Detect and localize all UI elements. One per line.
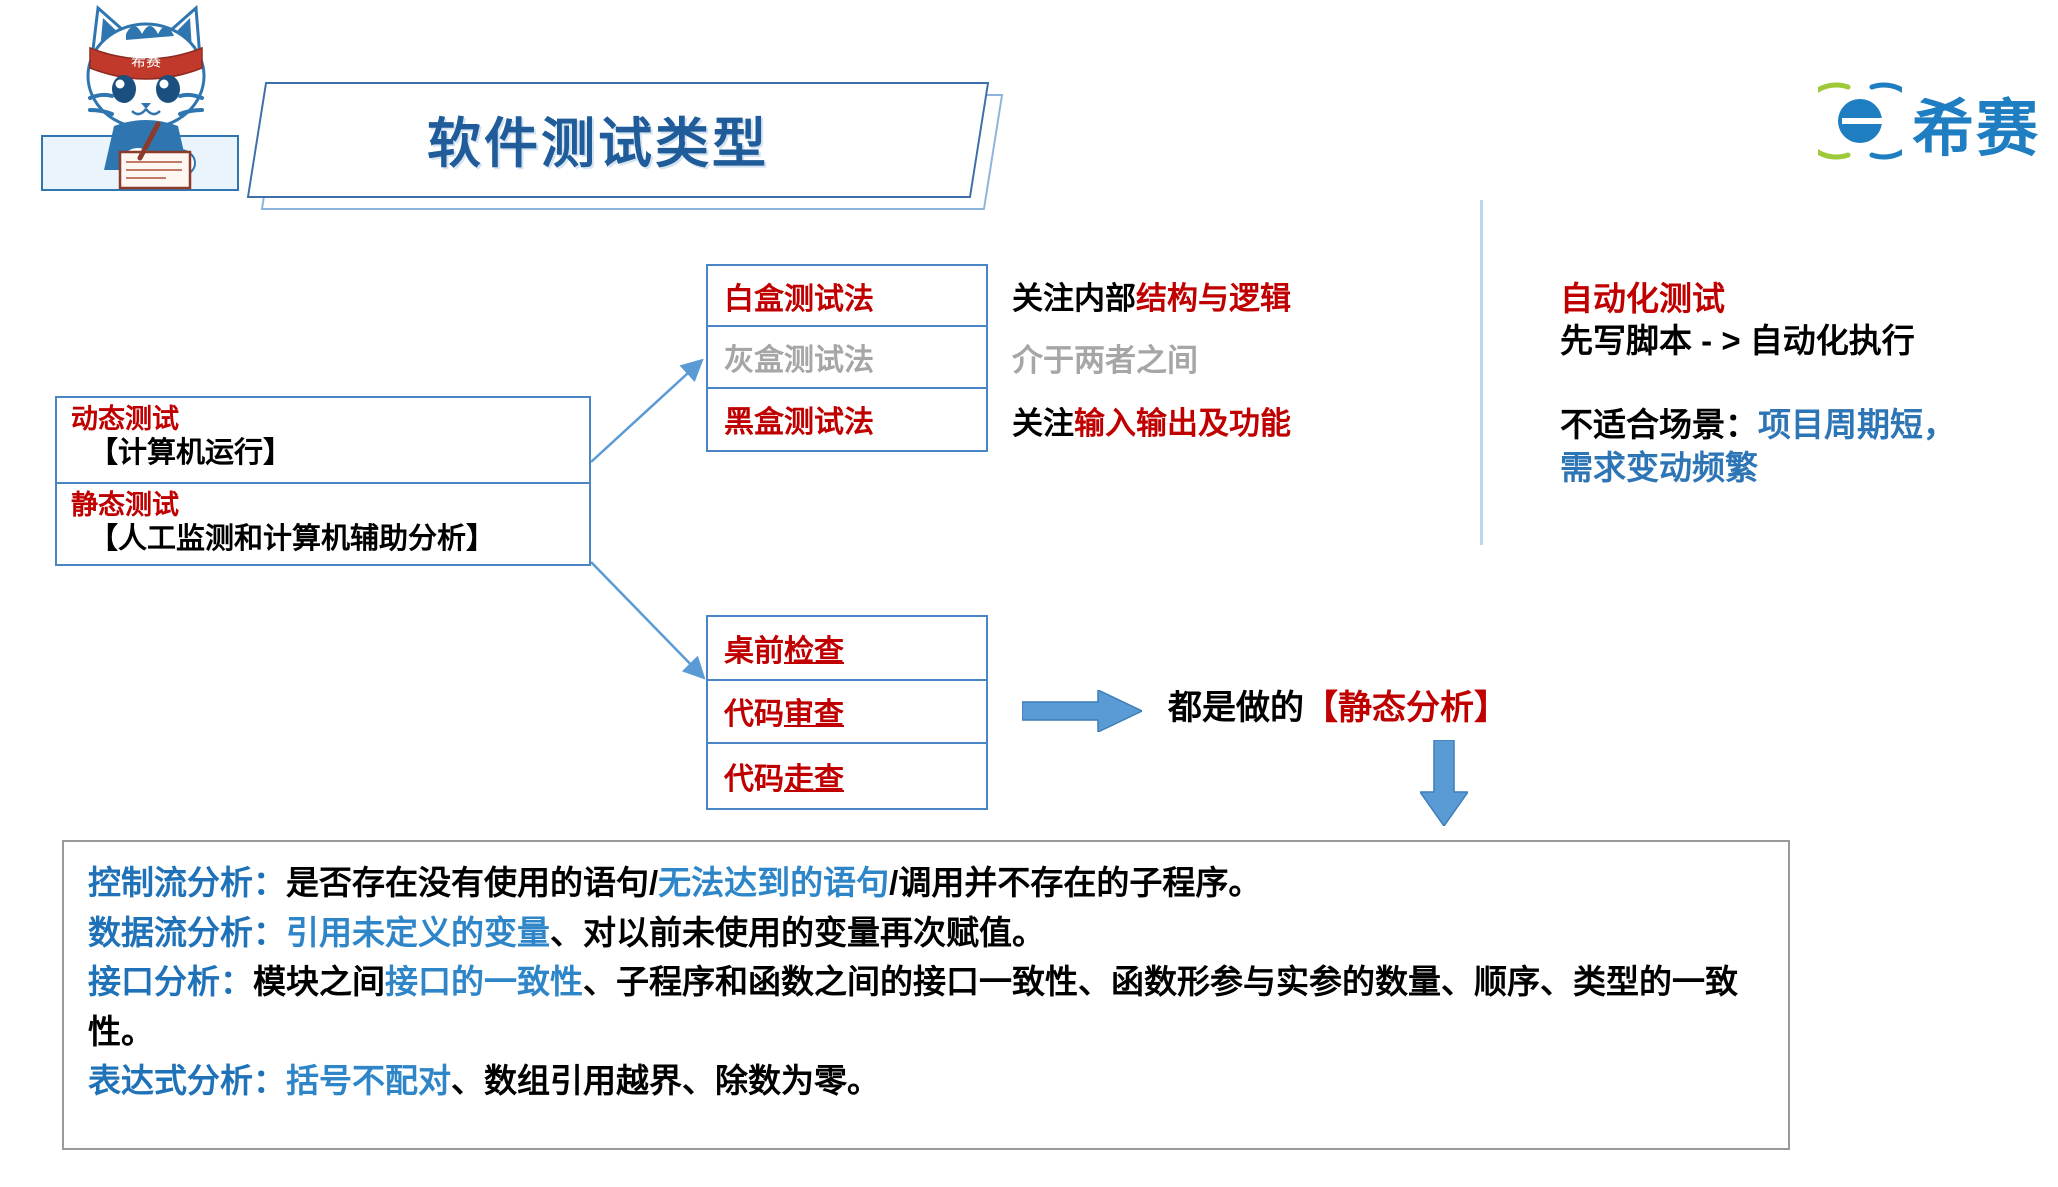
analysis-seg1-control-flow: 是否存在没有使用的语句/ [286,864,659,901]
box-method-descriptions: 关注内部结构与逻辑 介于两者之间 关注输入输出及功能 [1012,264,1432,452]
right-arrow-icon [1021,688,1144,734]
stage-title-dynamic: 动态测试 [71,404,179,434]
automation-unsuitable-value-2: 需求变动频繁 [1560,448,1758,486]
desc-white-box-plain: 关注内部 [1012,280,1136,316]
static-analysis-detail-box: 控制流分析：是否存在没有使用的语句/无法达到的语句/调用并不存在的子程序。 数据… [62,840,1790,1150]
analysis-item-control-flow: 控制流分析：是否存在没有使用的语句/无法达到的语句/调用并不存在的子程序。 [88,858,1766,908]
table-row-gray-box: 灰盒测试法 [708,327,986,389]
automation-spacer [1560,362,2040,404]
desk-check-head: 桌前 [724,634,784,668]
analysis-item-data-flow: 数据流分析：引用未定义的变量、对以前未使用的变量再次赋值。 [88,908,1766,958]
analysis-seg2-interface: 接口的一致性 [385,963,583,1000]
page-title-banner: 软件测试类型 [246,80,1008,210]
table-row-code-walkthrough: 代码走查 [708,744,986,808]
analysis-seg1-interface: 模块之间 [253,963,385,1000]
stage-subtitle-static: 【人工监测和计算机辅助分析】 [89,522,496,555]
analysis-label-expression: 表达式分析： [88,1062,286,1099]
mascot-headband-label: 希赛 [131,52,161,70]
desc-black-box-emphasis: 输入输出及功能 [1074,406,1291,442]
analysis-seg3-expression: 、数组引用越界、除数为零。 [451,1062,880,1099]
analysis-item-interface: 接口分析：模块之间接口的一致性、子程序和函数之间的接口一致性、函数形参与实参的数… [88,957,1766,1056]
desc-white-box: 关注内部结构与逻辑 [1012,264,1432,327]
automation-unsuitable-value-1: 项目周期短， [1758,406,1956,444]
code-inspection-tail: 审查 [784,698,844,732]
desc-black-box-plain: 关注 [1012,406,1074,442]
connector-static-to-review [590,561,706,680]
stage-subtitle-dynamic: 【计算机运行】 [89,436,293,469]
static-analysis-caption-plain: 都是做的 [1168,689,1304,727]
static-review-table: 桌前检查 代码审查 代码走查 [706,615,988,810]
code-walkthrough-head: 代码 [724,763,784,797]
brand-logo-label: 希赛 [1911,92,2040,165]
analysis-item-expression: 表达式分析：括号不配对、数组引用越界、除数为零。 [88,1056,1766,1106]
table-row-white-box: 白盒测试法 [708,266,986,328]
vertical-divider [1480,200,1483,545]
analysis-seg2-control-flow: 无法达到的语句 [658,864,890,901]
code-inspection-head: 代码 [724,698,784,732]
analysis-seg3-data-flow: 、对以前未使用的变量再次赋值。 [550,913,1045,951]
cat-mascot-icon: 希赛 [40,0,270,195]
stage-title-static: 静态测试 [71,490,179,520]
code-walkthrough-tail: 走查 [784,763,844,797]
connector-dynamic-to-box-methods [590,358,704,463]
automation-unsuitable-label: 不适合场景： [1560,406,1758,444]
analysis-seg2-expression: 括号不配对 [286,1062,451,1099]
table-row-black-box: 黑盒测试法 [724,406,874,440]
desc-black-box: 关注输入输出及功能 [1012,389,1432,452]
down-arrow-icon [1418,739,1470,828]
stage-row-dynamic: 动态测试 【计算机运行】 [57,398,589,484]
circle-dash-logo-icon [1797,79,1923,168]
desk-check-tail: 检查 [784,634,844,668]
analysis-seg2-data-flow: 引用未定义的变量 [286,913,550,951]
automation-title: 自动化测试 [1560,280,1725,317]
desc-white-box-emphasis: 结构与逻辑 [1136,280,1291,316]
stage-row-static: 静态测试 【人工监测和计算机辅助分析】 [57,484,589,566]
brand-logo: 希赛 [1797,78,2040,168]
analysis-seg3-interface: 、子程序和函数之间的接口一致性、函数形参与实参的数量、顺序、类型的一致性。 [88,963,1738,1050]
desc-gray-box: 介于两者之间 [1012,343,1198,379]
static-analysis-caption: 都是做的【静态分析】 [1168,680,1508,729]
analysis-label-data-flow: 数据流分析： [88,913,286,951]
analysis-seg3-control-flow: /调用并不存在的子程序。 [889,864,1262,901]
automation-flow: 先写脚本 - > 自动化执行 [1560,322,1915,360]
table-row-desk-check: 桌前检查 [708,617,986,681]
automation-unsuitable: 不适合场景：项目周期短， [1560,404,2040,446]
static-analysis-caption-emphasis: 【静态分析】 [1304,689,1508,727]
page-title: 软件测试类型 [427,111,769,175]
table-row-code-inspection: 代码审查 [708,681,986,745]
analysis-label-control-flow: 控制流分析： [88,864,286,901]
box-method-table: 白盒测试法 灰盒测试法 黑盒测试法 [706,264,988,452]
analysis-label-interface: 接口分析： [88,963,253,1000]
automation-testing-section: 自动化测试 先写脚本 - > 自动化执行 不适合场景：项目周期短， 需求变动频繁 [1560,278,2040,489]
testing-stage-box: 动态测试 【计算机运行】 静态测试 【人工监测和计算机辅助分析】 [55,396,591,566]
